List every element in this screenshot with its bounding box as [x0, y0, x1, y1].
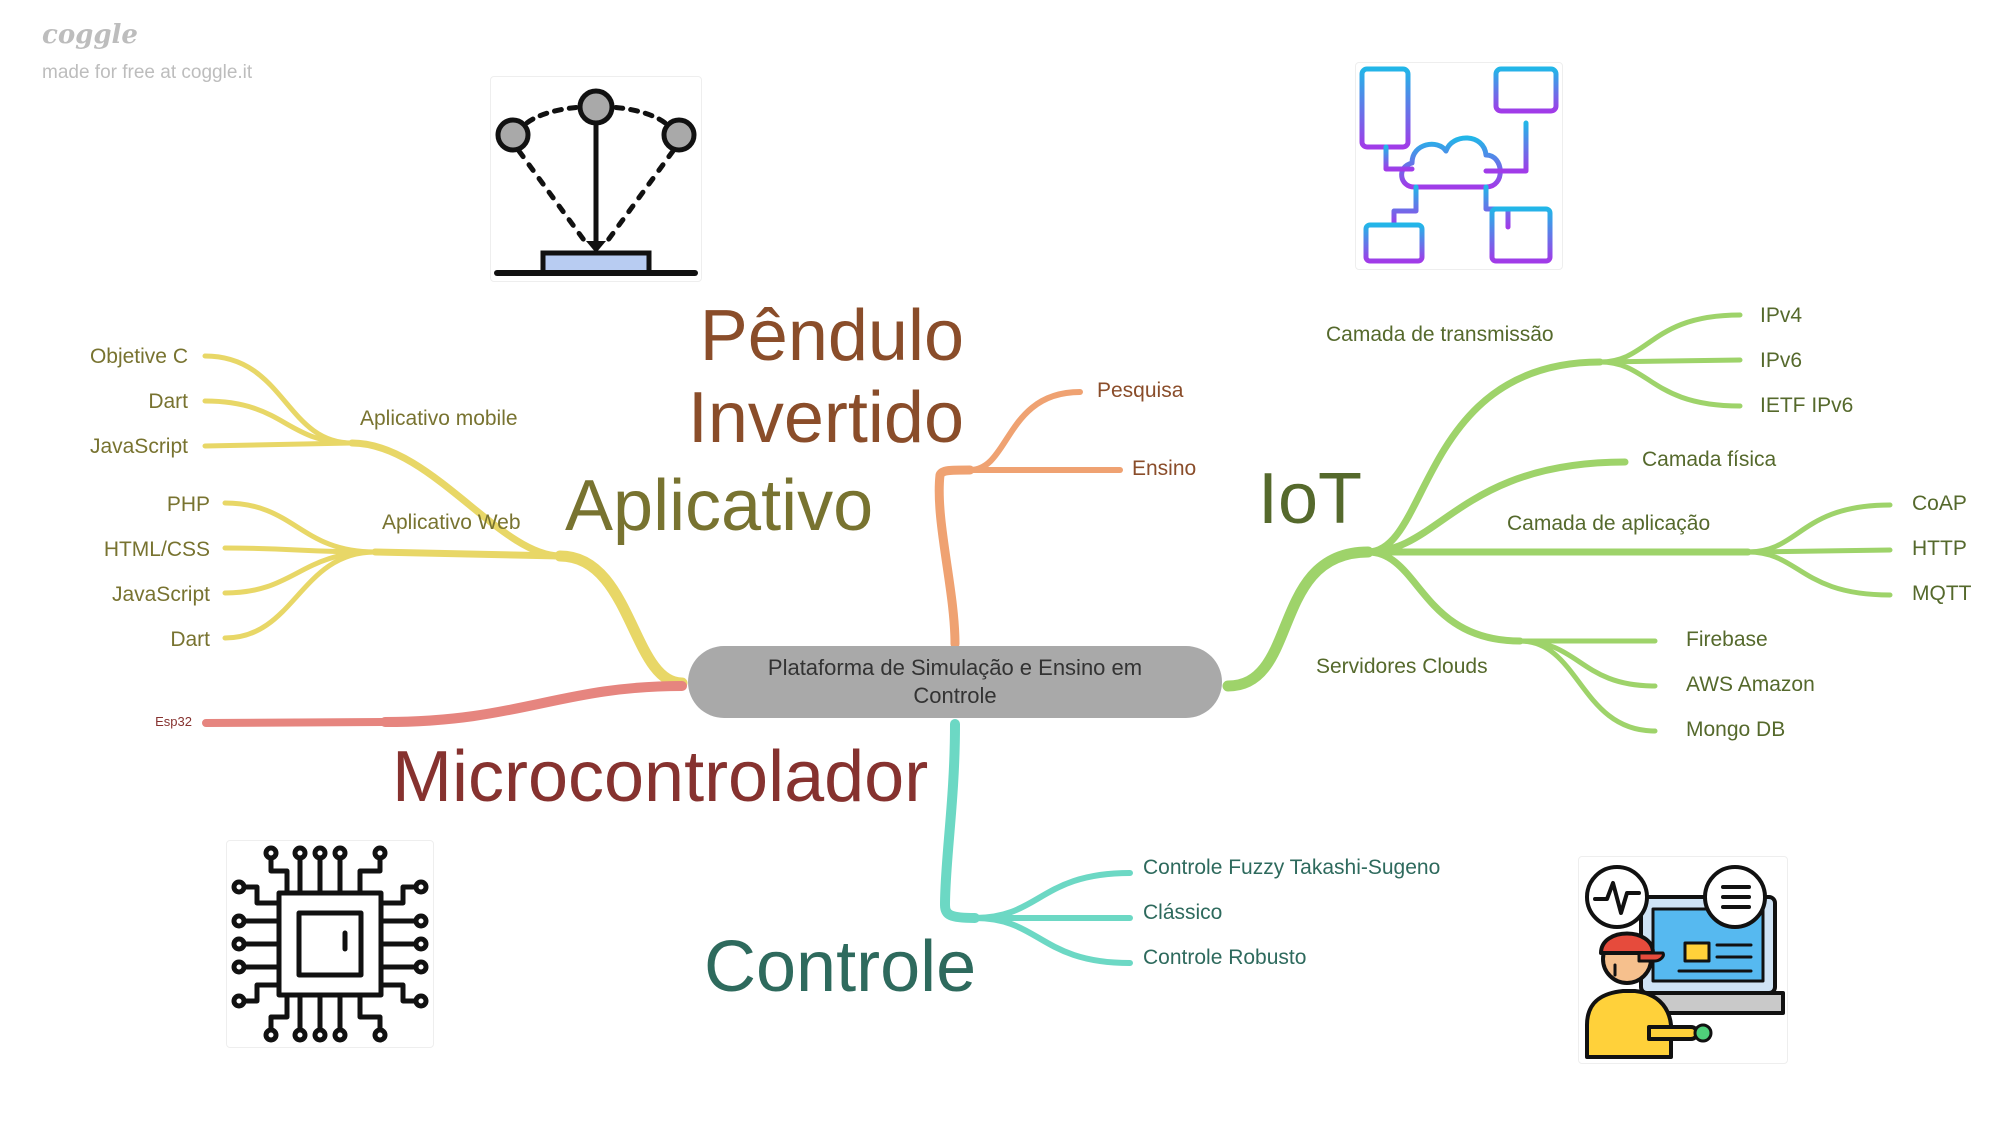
inverted-pendulum-icon[interactable] [490, 76, 702, 282]
leaf-mqtt[interactable]: MQTT [1912, 582, 1972, 605]
engineer-monitor-icon[interactable] [1578, 856, 1788, 1064]
topic-aplicativo[interactable]: Aplicativo [565, 466, 874, 546]
cloud-network-icon[interactable] [1355, 62, 1563, 270]
leaf-http[interactable]: HTTP [1912, 537, 1967, 560]
topic-pendulo-line2[interactable]: Invertido [687, 378, 964, 458]
topic-pendulo-line1[interactable]: Pêndulo [699, 296, 964, 376]
node-camada-transmissao[interactable]: Camada de transmissão [1326, 323, 1554, 346]
leaf-classico[interactable]: Clássico [1143, 901, 1223, 924]
topic-microcontrolador[interactable]: Microcontrolador [392, 737, 929, 817]
coggle-tagline[interactable]: made for free at coggle.it [42, 62, 253, 83]
microchip-icon[interactable] [226, 840, 434, 1048]
central-node[interactable]: Plataforma de Simulação e Ensino em Cont… [688, 646, 1222, 718]
leaf-ietf-ipv6[interactable]: IETF IPv6 [1760, 394, 1854, 417]
leaf-controle-fuzzy[interactable]: Controle Fuzzy Takashi-Sugeno [1143, 856, 1441, 879]
branch-controle [940, 719, 1133, 966]
node-camada-aplicacao[interactable]: Camada de aplicação [1507, 512, 1711, 535]
branch-aplicativo [202, 353, 688, 689]
leaf-dart-mobile[interactable]: Dart [148, 390, 188, 413]
leaf-aws-amazon[interactable]: AWS Amazon [1686, 673, 1815, 696]
leaf-ipv4[interactable]: IPv4 [1760, 304, 1803, 327]
leaf-controle-robusto[interactable]: Controle Robusto [1143, 946, 1307, 969]
topic-iot[interactable]: IoT [1258, 459, 1363, 539]
leaf-dart-web[interactable]: Dart [170, 628, 210, 651]
node-servidores-clouds[interactable]: Servidores Clouds [1316, 655, 1488, 678]
leaf-mongo-db[interactable]: Mongo DB [1686, 718, 1786, 741]
node-aplicativo-mobile[interactable]: Aplicativo mobile [360, 407, 518, 430]
leaf-javascript-web[interactable]: JavaScript [111, 583, 210, 606]
branch-iot [1222, 312, 1893, 734]
coggle-logo[interactable]: coggle [42, 20, 138, 50]
node-camada-fisica[interactable]: Camada física [1642, 448, 1777, 471]
leaf-html-css[interactable]: HTML/CSS [103, 538, 210, 561]
central-node-label: Plataforma de Simulação e Ensino em Cont… [767, 654, 1143, 708]
leaf-firebase[interactable]: Firebase [1686, 628, 1768, 651]
leaf-php[interactable]: PHP [166, 493, 210, 516]
topic-controle[interactable]: Controle [704, 927, 977, 1007]
branch-pendulo [934, 389, 1123, 649]
leaf-javascript-mobile[interactable]: JavaScript [89, 435, 188, 458]
leaf-ipv6[interactable]: IPv6 [1760, 349, 1803, 372]
leaf-esp32[interactable]: Esp32 [155, 714, 192, 729]
leaf-coap[interactable]: CoAP [1912, 492, 1967, 515]
leaf-ensino[interactable]: Ensino [1132, 457, 1197, 480]
node-aplicativo-web[interactable]: Aplicativo Web [382, 511, 521, 534]
leaf-objetive-c[interactable]: Objetive C [89, 345, 188, 368]
branch-microcontrolador [202, 681, 687, 727]
leaf-pesquisa[interactable]: Pesquisa [1097, 379, 1184, 402]
